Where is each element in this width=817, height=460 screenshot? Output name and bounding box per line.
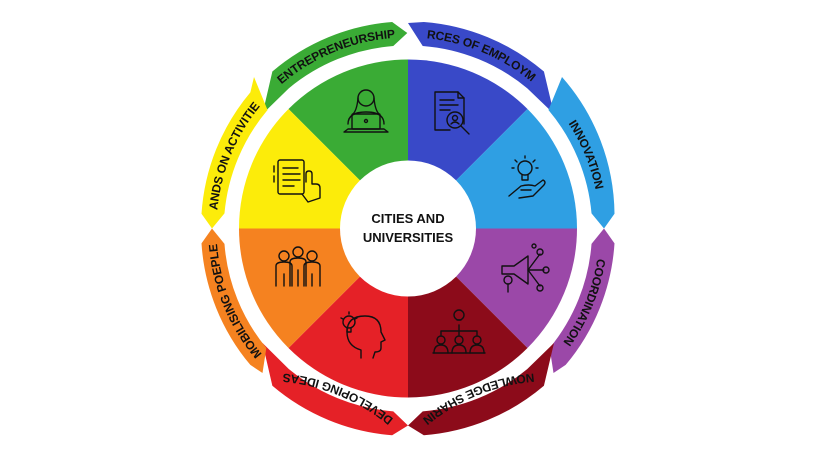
center-hub: CITIES AND UNIVERSITIES: [340, 160, 476, 297]
person-laptop-icon: [343, 89, 389, 133]
center-title-line2: UNIVERSITIES: [363, 230, 454, 245]
arrow-segment-knowledge: [408, 343, 554, 436]
arrow-segment-sources: [408, 22, 554, 114]
group-people-icon: [275, 246, 321, 287]
resume-magnifier-icon: [434, 91, 470, 135]
arrow-segment-ideas: [262, 343, 408, 436]
team-idea-icon: [432, 309, 486, 354]
label-hands-on-activities: HANDS ON ACTIVITIES: [0, 0, 263, 211]
center-circle: [340, 160, 476, 297]
lightbulb-hand-icon: [508, 155, 546, 199]
document-pointer-icon: [273, 159, 321, 203]
arrow-segment-entrepreneurship: [262, 22, 408, 114]
arrow-segment-mobilising: [201, 228, 267, 373]
head-lightbulb-icon: [340, 311, 386, 359]
megaphone-network-icon: [501, 243, 550, 293]
sector-icons: [273, 89, 550, 359]
arrow-segment-hands: [201, 77, 268, 229]
center-title-line1: CITIES AND: [371, 211, 444, 226]
arrow-segment-innovation: [548, 77, 615, 229]
arrow-segment-coordination: [549, 228, 615, 373]
outer-ring: [201, 22, 615, 436]
